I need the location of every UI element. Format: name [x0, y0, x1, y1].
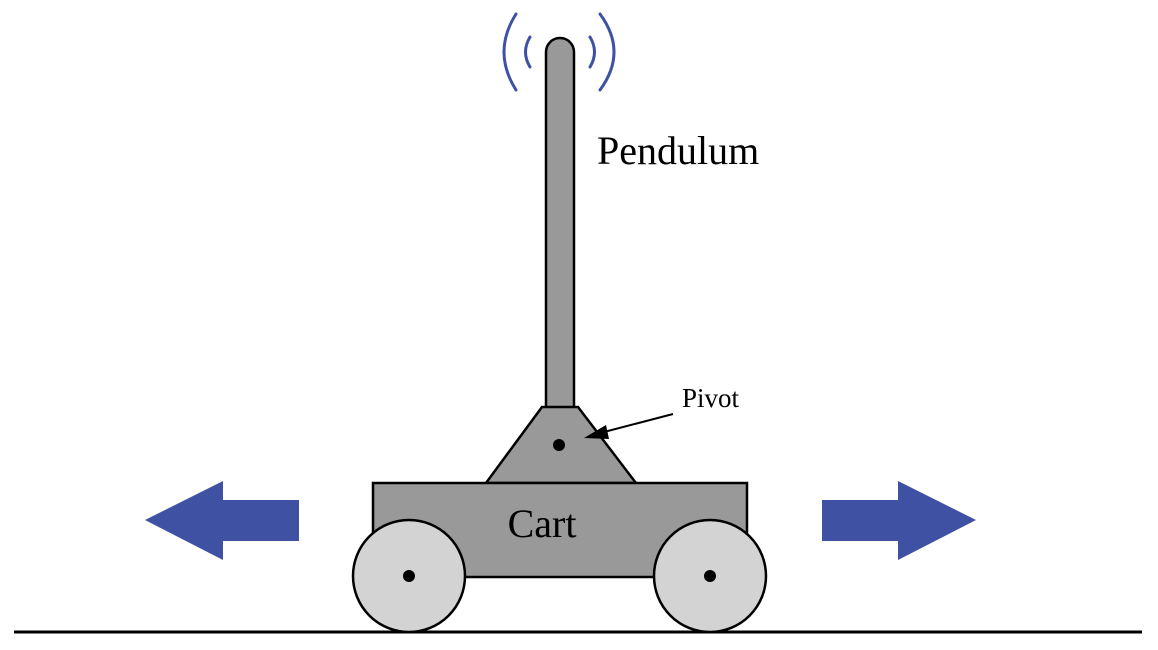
pendulum-rod [544, 36, 576, 412]
pivot-pointer-arrowhead [584, 425, 609, 439]
right-arrow-icon [822, 481, 976, 560]
cart-label: Cart [508, 501, 577, 546]
wireless-signal-icon [502, 12, 616, 92]
signal-arc-left-outer [502, 12, 518, 92]
right-axle [704, 570, 716, 582]
pivot-pointer-line [603, 413, 674, 433]
pivot-point [553, 439, 565, 451]
pendulum-label: Pendulum [597, 128, 759, 173]
left-axle [403, 570, 415, 582]
signal-arc-left-inner [524, 35, 532, 69]
signal-arc-right-inner [588, 35, 596, 69]
left-arrow-icon [145, 481, 299, 560]
pivot-label: Pivot [682, 383, 740, 413]
signal-arc-right-outer [598, 12, 616, 92]
